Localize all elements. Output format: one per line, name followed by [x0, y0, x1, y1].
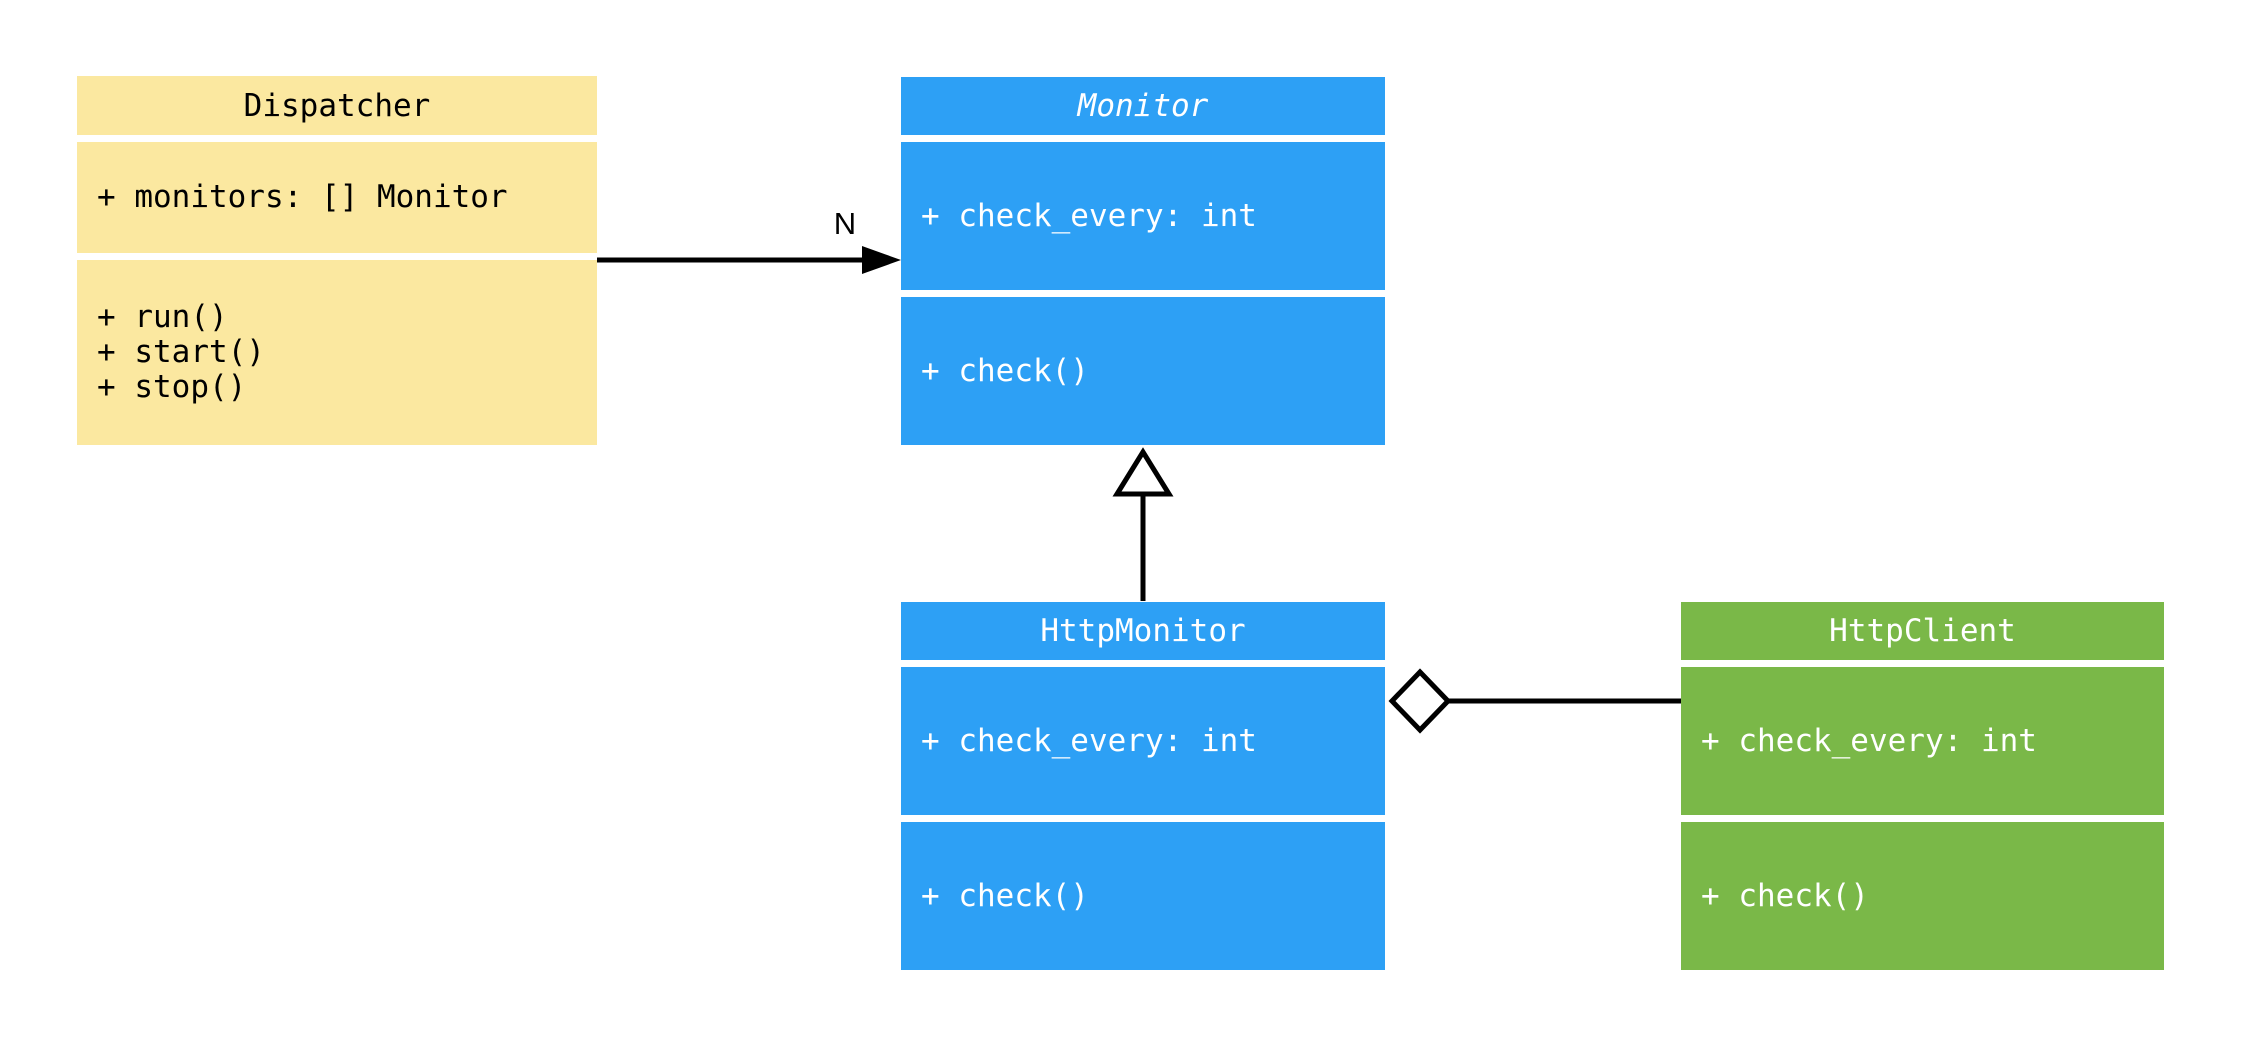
attribute-item: + check_every: int: [921, 722, 1257, 759]
class-httpmonitor: HttpMonitor + check_every: int + check(): [901, 602, 1385, 970]
methods-section: + run() + start() + stop(): [77, 260, 597, 445]
class-monitor: Monitor + check_every: int + check(): [901, 77, 1385, 445]
attributes-section: + monitors: [] Monitor: [77, 142, 597, 253]
attribute-item: + monitors: [] Monitor: [97, 179, 508, 215]
attributes-section: + check_every: int: [1681, 667, 2164, 815]
attribute-item: + check_every: int: [921, 197, 1257, 234]
inheritance-arrow: [1112, 447, 1174, 601]
multiplicity-label: N: [833, 206, 857, 241]
association-arrowhead: [862, 246, 901, 274]
methods-section: + check(): [901, 297, 1385, 445]
attributes-section: + check_every: int: [901, 667, 1385, 815]
association-arrow: [597, 246, 901, 274]
methods-section: + check(): [901, 822, 1385, 970]
method-item: + check(): [921, 877, 1089, 914]
class-title: Monitor: [901, 77, 1385, 135]
method-item: + run(): [97, 299, 228, 335]
class-httpclient: HttpClient + check_every: int + check(): [1681, 602, 2164, 970]
attribute-item: + check_every: int: [1701, 722, 2037, 759]
inheritance-triangle: [1112, 447, 1174, 497]
class-dispatcher: Dispatcher + monitors: [] Monitor + run(…: [77, 76, 597, 445]
class-title: Dispatcher: [77, 76, 597, 135]
method-item: + check(): [921, 352, 1089, 389]
method-item: + check(): [1701, 877, 1869, 914]
method-item: + stop(): [97, 369, 247, 405]
class-title: HttpClient: [1681, 602, 2164, 660]
methods-section: + check(): [1681, 822, 2164, 970]
class-title: HttpMonitor: [901, 602, 1385, 660]
aggregation-diamond: [1388, 668, 1452, 734]
attributes-section: + check_every: int: [901, 142, 1385, 290]
aggregation-connector: [1388, 668, 1681, 734]
method-item: + start(): [97, 334, 265, 370]
